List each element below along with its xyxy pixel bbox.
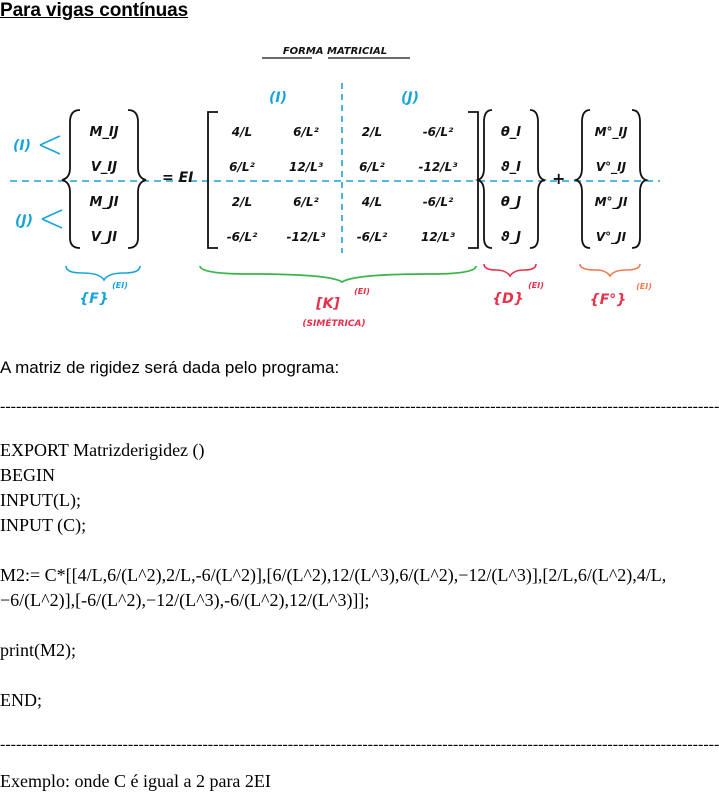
force-underbrace bbox=[65, 265, 141, 282]
partition-label-i: (I) bbox=[269, 90, 287, 106]
partition-label-j: (J) bbox=[401, 90, 419, 106]
stiffness-matrix-entry: 2/L bbox=[362, 125, 382, 139]
intro-text: A matriz de rigidez será dada pelo progr… bbox=[0, 358, 340, 377]
stiffness-matrix-entry: 2/L bbox=[232, 195, 252, 209]
page-heading: Para vigas contínuas bbox=[0, 0, 189, 21]
force-vector-entry: M_JI bbox=[89, 195, 118, 210]
left-brace-icon bbox=[61, 109, 81, 249]
fixed-end-vector-entries: M°_IJ V°_IJ M°_JI V°_JI bbox=[595, 125, 628, 245]
force-vector-entry: V_IJ bbox=[91, 160, 117, 175]
stiffness-matrix-entry: 6/L² bbox=[293, 125, 319, 139]
stiffness-note: (SIMÉTRICA) bbox=[302, 317, 365, 329]
matrix-equation-figure: FORMA MATRICIAL (I) (J) (I) (J) M_IJ V_IJ… bbox=[0, 38, 719, 338]
left-brace-icon bbox=[573, 109, 591, 249]
arrow-icon bbox=[41, 209, 63, 229]
displacement-vector-entry: θ_I bbox=[501, 125, 521, 140]
stiffness-matrix-entry: -12/L³ bbox=[419, 160, 459, 174]
fixed-end-vector-entry: M°_IJ bbox=[595, 125, 628, 140]
stiffness-matrix-entry: 6/L² bbox=[293, 195, 319, 209]
displacement-label-sup: (EI) bbox=[528, 281, 544, 290]
row-label-i: (I) bbox=[13, 138, 31, 154]
displacement-vector-entry: ϑ_J bbox=[501, 230, 521, 245]
stiffness-matrix-entry: -6/L² bbox=[423, 125, 454, 139]
figure-title: FORMA MATRICIAL bbox=[283, 46, 387, 57]
fixed-end-vector-entry: V°_IJ bbox=[596, 160, 627, 175]
stiffness-matrix-entry: 12/L³ bbox=[421, 230, 456, 244]
separator-line: ----------------------------------------… bbox=[0, 398, 719, 415]
displacement-underbrace bbox=[483, 263, 537, 278]
stiffness-matrix-entry: -12/L³ bbox=[287, 230, 327, 244]
right-brace-icon bbox=[127, 109, 147, 249]
force-vector-entry: M_IJ bbox=[89, 125, 118, 140]
stiffness-matrix-entry: 6/L² bbox=[359, 160, 385, 174]
displacement-label: {D} bbox=[492, 291, 524, 307]
stiffness-matrix-entry: -6/L² bbox=[357, 230, 388, 244]
separator-line: ----------------------------------------… bbox=[0, 736, 719, 753]
force-label-sup: (EI) bbox=[112, 281, 128, 290]
left-bracket-icon bbox=[207, 111, 218, 249]
arrow-icon bbox=[39, 135, 61, 155]
displacement-vector-entry: ϑ_I bbox=[501, 160, 521, 175]
left-brace-icon bbox=[475, 109, 493, 249]
stiffness-matrix-entry: 6/L² bbox=[229, 160, 255, 174]
equals-ei: = EI bbox=[162, 170, 193, 186]
stiffness-matrix-entry: -6/L² bbox=[227, 230, 258, 244]
fixed-end-vector-entry: V°_JI bbox=[596, 230, 627, 245]
stiffness-matrix-entry: 4/L bbox=[231, 125, 252, 139]
code-block: EXPORT Matrizderigidez () BEGIN INPUT(L)… bbox=[0, 440, 667, 710]
stiffness-matrix-entry: -6/L² bbox=[423, 195, 454, 209]
plus-sign: + bbox=[552, 169, 565, 188]
stiffness-label-sup: (EI) bbox=[354, 287, 370, 296]
fixed-end-vector-entry: M°_JI bbox=[595, 195, 628, 210]
right-brace-icon bbox=[529, 109, 547, 249]
stiffness-underbrace bbox=[199, 265, 477, 284]
force-vector-entries: M_IJ V_IJ M_JI V_JI bbox=[89, 125, 118, 245]
force-vector-entry: V_JI bbox=[91, 230, 117, 245]
row-label-j: (J) bbox=[15, 213, 33, 229]
right-brace-icon bbox=[631, 109, 649, 249]
displacement-vector-entries: θ_I ϑ_I θ_J ϑ_J bbox=[501, 125, 521, 245]
stiffness-matrix-entry: 4/L bbox=[361, 195, 382, 209]
displacement-vector-entry: θ_J bbox=[501, 195, 521, 210]
fixed-end-underbrace bbox=[579, 263, 641, 278]
stiffness-matrix-entry: 12/L³ bbox=[289, 160, 324, 174]
force-label: {F} bbox=[79, 291, 109, 307]
fixed-end-label: {F°} bbox=[590, 292, 627, 308]
fixed-end-label-sup: (EI) bbox=[636, 282, 652, 291]
example-text: Exemplo: onde C é igual a 2 para 2EI bbox=[0, 771, 271, 791]
stiffness-matrix-entries: 4/L 6/L² 2/L -6/L² 6/L² 12/L³ 6/L² -12/L³ 2/L 6/L… bbox=[227, 125, 459, 244]
stiffness-label: [K] bbox=[315, 296, 340, 312]
handwritten-equation: FORMA MATRICIAL (I) (J) (I) (J) M_IJ V_IJ… bbox=[10, 46, 660, 329]
